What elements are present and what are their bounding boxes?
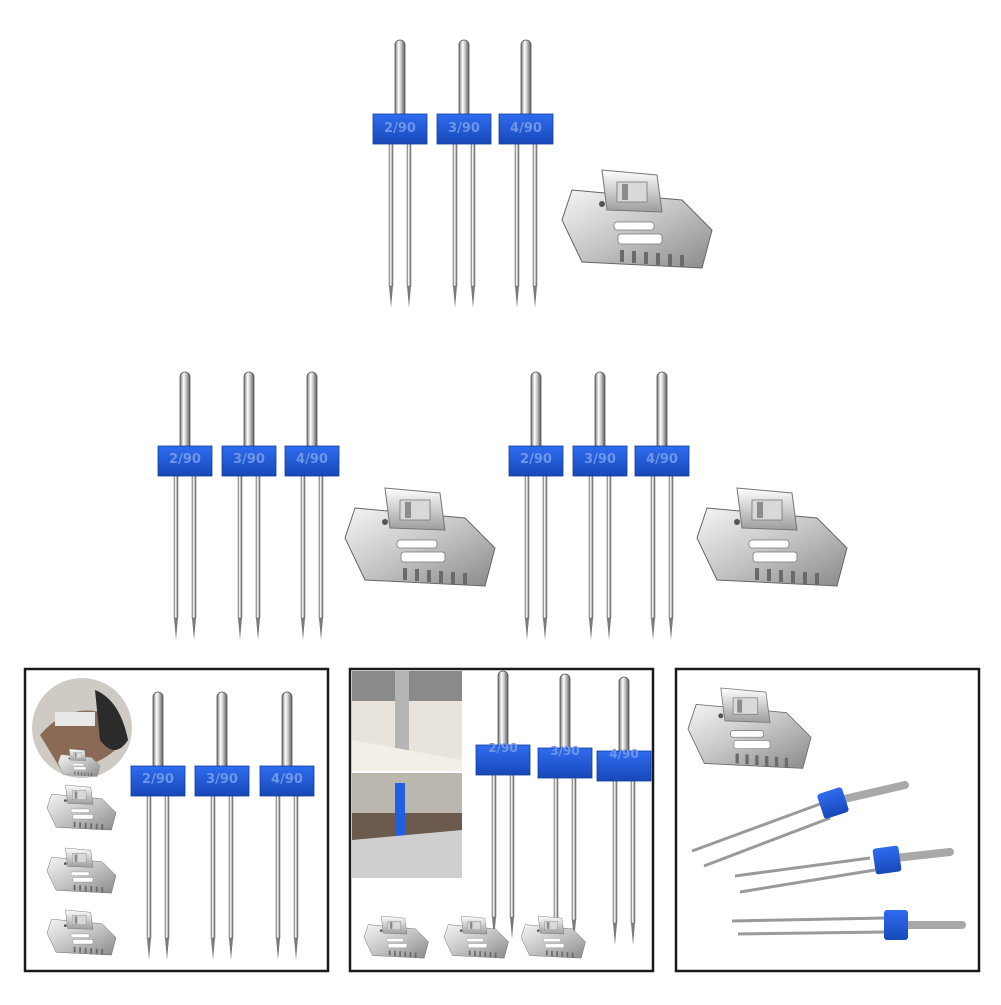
needle-size-label: 4/90 [646,452,678,467]
pintuck-presser-foot [561,169,713,269]
needle-size-label: 3/90 [206,772,238,787]
needle-size-label: 4/90 [271,772,303,787]
twin-needle-4-90 [634,371,690,641]
twin-needle-2-90 [508,371,564,641]
panel-with-sewing-photo-and-feet: 2/90 3/90 4/90 [23,667,330,973]
angled-twin-needle [734,845,954,894]
panel-with-angled-needles [674,667,981,973]
angled-twin-needle [731,910,966,940]
twin-needle-4-90 [498,39,554,309]
needle-size-label: 2/90 [520,452,552,467]
needle-size-label: 3/90 [584,452,616,467]
top-set: 2/90 3/90 4/90 [372,39,713,309]
middle-left-set: 2/90 3/90 4/90 [157,371,496,641]
needle-size-label: 4/90 [609,747,638,761]
needle-size-label: 3/90 [233,452,265,467]
pintuck-presser-foot [344,487,496,587]
needle-size-label: 2/90 [488,741,517,755]
panel-with-machine-photo-and-feet: 2/90 3/90 4/90 [348,667,655,973]
needle-size-label: 4/90 [296,452,328,467]
twin-needle-2-90 [372,39,428,309]
middle-right-set: 2/90 3/90 4/90 [508,371,848,641]
pintuck-presser-foot [696,487,848,587]
angled-twin-needle [691,781,909,868]
needle-size-label: 4/90 [510,121,542,136]
twin-needle-3-90 [572,371,628,641]
twin-needle-4-90 [284,371,340,641]
needle-size-label: 2/90 [142,772,174,787]
needle-size-label: 3/90 [448,121,480,136]
needle-size-label: 2/90 [169,452,201,467]
twin-needle-2-90 [157,371,213,641]
twin-needle-3-90 [221,371,277,641]
twin-needle-3-90 [436,39,492,309]
needle-size-label: 3/90 [550,744,579,758]
needle-size-label: 2/90 [384,121,416,136]
